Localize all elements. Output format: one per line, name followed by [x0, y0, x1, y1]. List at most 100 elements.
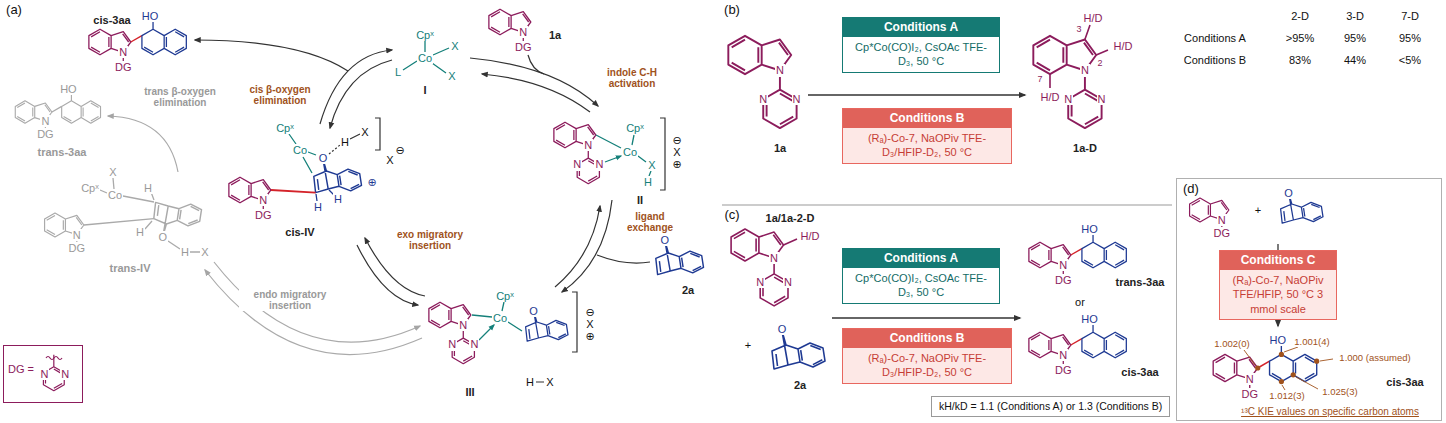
text-label: ⊖: [671, 134, 682, 146]
atom-label: N: [1080, 64, 1090, 76]
text-label: ⊕: [584, 330, 595, 342]
brackets-bonds: [350, 118, 665, 382]
box-body: (Rₐ)-Co-7, NaOPiv TFE-D₃/HFIP-D₂, 50 °C: [843, 348, 1011, 383]
step-label: cis β-oxygen elimination: [239, 84, 321, 106]
atom-label: H: [143, 182, 153, 194]
kie-dot: [1255, 365, 1260, 370]
text-label: X: [545, 376, 554, 388]
cycle-arrow: [330, 60, 392, 128]
atom-label: HO: [141, 10, 160, 22]
box-heading: Conditions A: [843, 18, 999, 37]
product-structure: [1029, 233, 1126, 274]
table-header: 3-D: [1345, 10, 1365, 22]
compound-number: 1a: [773, 142, 787, 154]
step-label: trans β-oxygen elimination: [139, 86, 221, 108]
atom-label: N: [769, 252, 779, 264]
atom-label: ⊕: [366, 176, 377, 188]
atom-label: O: [318, 152, 329, 164]
text-label: 44%: [1343, 54, 1367, 66]
text-label: ⊕: [671, 158, 682, 170]
atom-label: H/D: [1083, 12, 1104, 24]
atom-label: H/D: [800, 230, 821, 242]
atom-label: DG: [1240, 388, 1259, 400]
atom-label: N: [447, 338, 457, 350]
atom-label: X: [200, 246, 209, 258]
atom-label: HO: [59, 83, 78, 95]
text-label: Conditions A: [1183, 32, 1247, 44]
table-header: 7-D: [1400, 10, 1420, 22]
metal-label: Cpˣ: [625, 122, 645, 134]
compound-number: trans-3aa: [1115, 276, 1166, 288]
compound-number: cis-3aa: [1385, 376, 1424, 388]
bond: [784, 239, 798, 245]
atom-label: N: [775, 64, 785, 76]
atom-label: DG: [114, 61, 133, 73]
compound-number: cis-IV: [284, 226, 315, 238]
atom-label: DG: [36, 128, 55, 140]
box-heading: Conditions B: [843, 329, 1011, 348]
atom-label: Cpˣ: [80, 182, 100, 194]
step-label: ligand exchange: [614, 211, 686, 233]
atom-label: N: [118, 46, 128, 58]
atom-label: DG: [1054, 364, 1073, 376]
kie-dot: [1279, 379, 1284, 384]
divider-line: [722, 205, 1172, 206]
text-label: X: [672, 146, 681, 158]
result-box: kH/kD = 1.1 (Conditions A) or 1.3 (Condi…: [931, 396, 1170, 417]
text-label: ⊖: [394, 144, 405, 156]
atom-label: DG: [514, 41, 533, 53]
compound-number: 1a: [548, 29, 562, 41]
box-heading: Conditions C: [1220, 251, 1336, 270]
table-header: 2-D: [1290, 10, 1310, 22]
box-text: (d): [1182, 182, 1200, 196]
kie-value: 1.000 (assumed): [1338, 353, 1411, 363]
atom-label: X: [108, 166, 117, 178]
atom-label: N: [792, 93, 802, 105]
box-heading: Conditions A: [843, 249, 999, 268]
position-number: 3: [1075, 25, 1082, 35]
atom-label: H: [135, 226, 145, 238]
cycle-arrow: [482, 74, 590, 112]
metal-label: Co: [292, 144, 308, 156]
atom-label: O: [660, 234, 671, 246]
reaction-arrow: [808, 94, 1025, 95]
compound-number: 2a: [793, 379, 807, 391]
cycle-arrows: [108, 116, 422, 355]
box-body: Cp*Co(CO)I₂, CsOAc TFE-D₃, 50 °C: [843, 37, 999, 72]
atom-label: Co: [107, 189, 123, 201]
reagent-join: [528, 55, 544, 74]
atom-label: N: [1058, 349, 1068, 361]
caption: ¹³C KIE values on specific carbon atoms: [1240, 406, 1420, 417]
atom-label: H: [180, 246, 190, 258]
metal-label: X: [647, 159, 656, 171]
compound-number: II: [636, 194, 644, 206]
reaction-arrow: [832, 317, 1020, 318]
metal-label: Cpˣ: [495, 290, 515, 302]
kie-value: 1.001(4): [1293, 337, 1330, 347]
atom-label: N: [783, 276, 793, 288]
atom-label: N: [40, 115, 50, 127]
text-label: X: [585, 318, 594, 330]
conditions-box: Conditions C(Rₐ)-Co-7, NaOPiv TFE/HFIP, …: [1219, 250, 1337, 320]
text-label: +: [1254, 204, 1262, 216]
dative-bond: [479, 325, 494, 340]
text-label: H: [525, 376, 535, 388]
metal-label: Cpˣ: [415, 29, 435, 41]
conditions-box: Conditions B(Rₐ)-Co-7, NaOPiv TFE-D₃/HFI…: [842, 108, 1012, 164]
kie-value: 1.002(0): [1213, 339, 1250, 349]
text-label: <5%: [1398, 54, 1422, 66]
atom-label: DG: [1054, 274, 1073, 286]
bonds: [316, 190, 334, 201]
compound-number: 1a-D: [1072, 142, 1098, 154]
reagent-join: [597, 255, 650, 263]
metal-label: Co: [622, 146, 638, 158]
atom-label: H/D: [1113, 40, 1134, 52]
text-label: ⊖: [584, 306, 595, 318]
metal-label: X: [450, 40, 459, 52]
box-text: DG =: [7, 363, 35, 375]
text-label: >95%: [1285, 32, 1315, 44]
compound-number: 1a/1a-2-D: [765, 212, 816, 224]
atom-label: N: [758, 93, 768, 105]
step-label: indole C-H activation: [589, 67, 676, 89]
cycle-arrows: [195, 40, 650, 305]
